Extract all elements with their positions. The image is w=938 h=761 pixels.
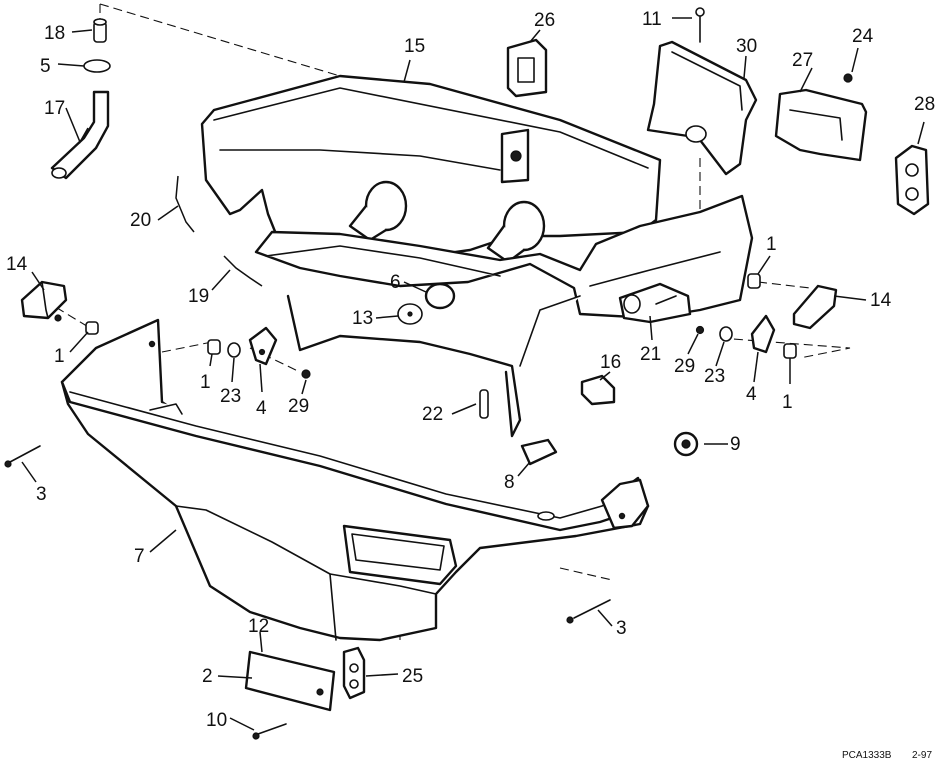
callout-20: 20: [130, 210, 151, 231]
callout-11: 11: [642, 9, 662, 30]
callout-1-left: 1: [54, 346, 65, 367]
callout-17: 17: [44, 98, 65, 119]
callout-26: 26: [534, 10, 555, 31]
callout-23-right: 23: [704, 366, 725, 387]
callout-4-right: 4: [746, 384, 757, 405]
callout-6: 6: [390, 272, 401, 293]
callout-22: 22: [422, 404, 443, 425]
callout-14-left: 14: [6, 254, 28, 275]
callout-24: 24: [852, 26, 874, 47]
callout-16: 16: [600, 352, 621, 373]
callout-3-right: 3: [616, 618, 627, 639]
lower-motor-cover: [60, 318, 650, 642]
callout-5: 5: [40, 56, 51, 77]
figure-code: PCA1333B: [842, 750, 892, 761]
callout-21: 21: [640, 344, 661, 365]
small-parts: [4, 7, 930, 740]
callout-9: 9: [730, 434, 741, 455]
latch-bracket: [618, 282, 692, 324]
callout-29-right: 29: [674, 356, 695, 377]
callout-1-right: 1: [782, 392, 793, 413]
callout-23-left: 23: [220, 386, 241, 407]
upper-motor-cover: [200, 74, 754, 438]
callout-3-left: 3: [36, 484, 47, 505]
callout-12: 12: [248, 616, 269, 637]
callout-30: 30: [736, 36, 757, 57]
callout-7: 7: [134, 546, 145, 567]
callout-29-left: 29: [288, 396, 309, 417]
callout-25: 25: [402, 666, 423, 687]
callout-labels: 18 5 17 20 14 1 19 15 26 11 30 24 27 28 …: [6, 9, 935, 761]
callout-8: 8: [504, 472, 515, 493]
callout-28: 28: [914, 94, 935, 115]
callout-10: 10: [206, 710, 227, 731]
leader-lines: [21, 17, 925, 731]
date-code: 2-97: [912, 750, 932, 761]
callout-18: 18: [44, 23, 65, 44]
callout-19: 19: [188, 286, 209, 307]
callout-1-center: 1: [200, 372, 211, 393]
callout-27: 27: [792, 50, 813, 71]
callout-1-right-top: 1: [766, 234, 777, 255]
callout-13: 13: [352, 308, 373, 329]
callout-2: 2: [202, 666, 213, 687]
callout-15: 15: [404, 36, 425, 57]
callout-4-left: 4: [256, 398, 267, 419]
callout-14-right: 14: [870, 290, 892, 311]
